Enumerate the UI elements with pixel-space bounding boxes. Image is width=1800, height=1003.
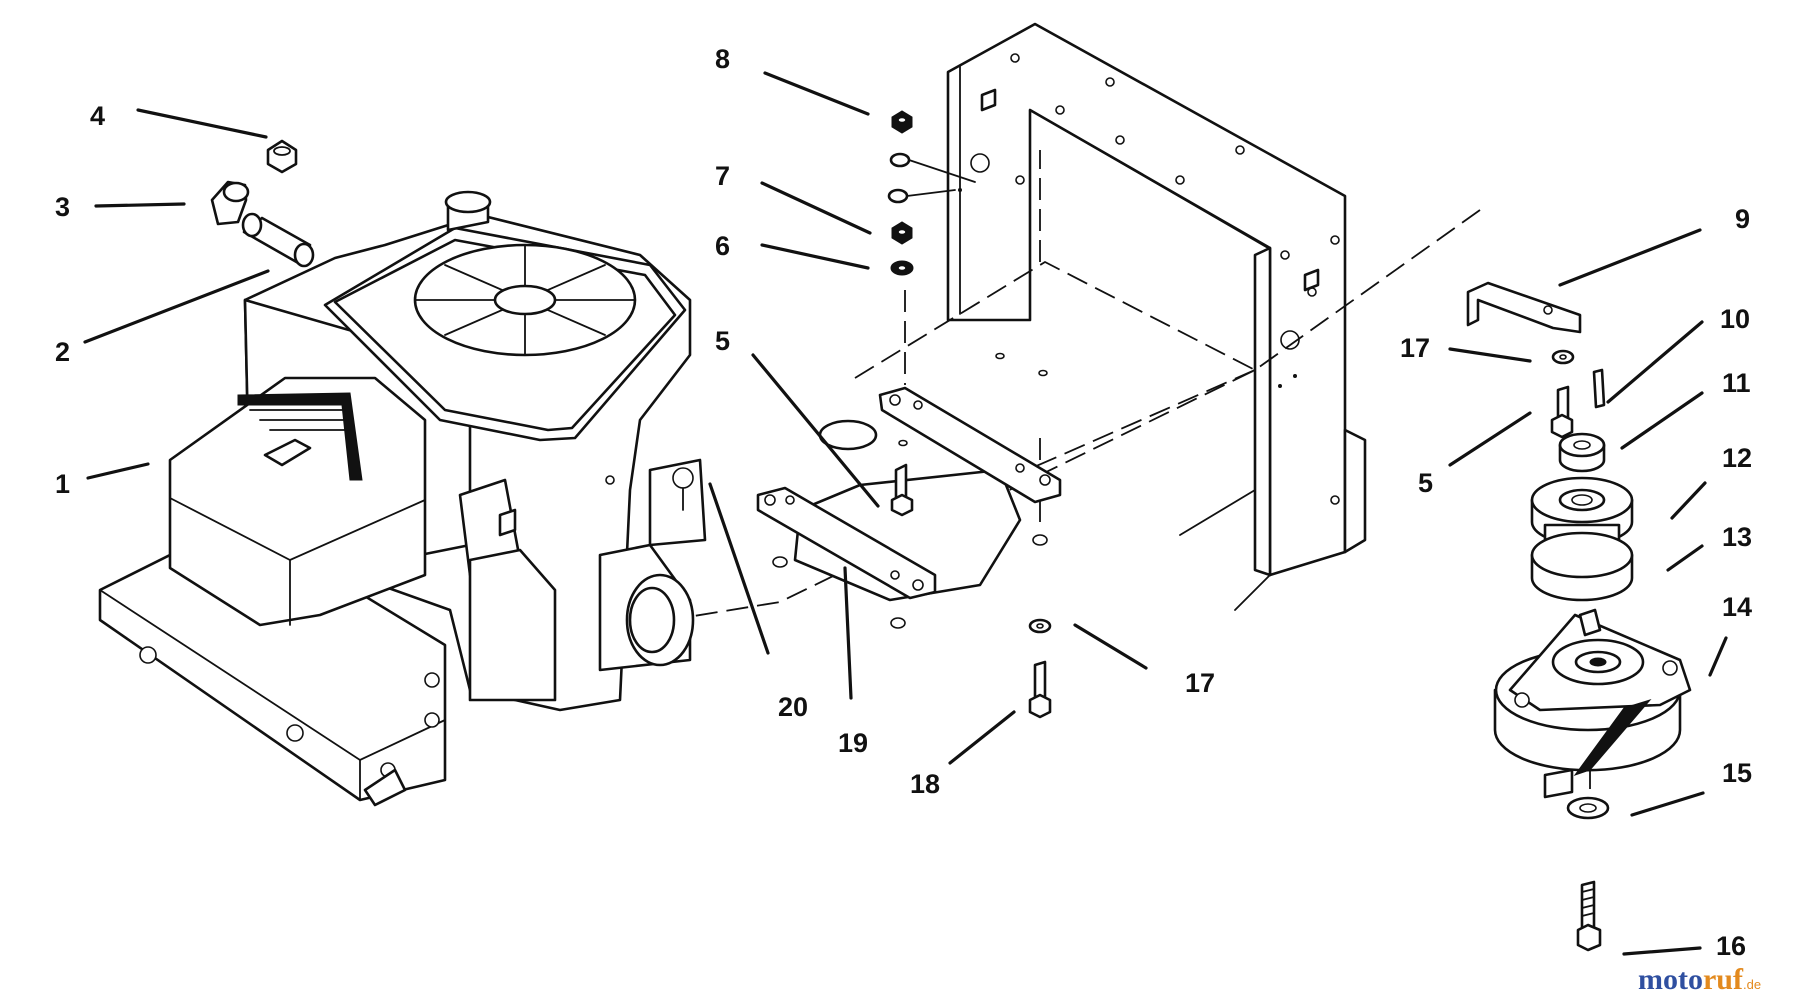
callout-5b: 5 xyxy=(1418,468,1433,498)
leader-7 xyxy=(760,181,872,235)
leader-17b xyxy=(1073,623,1148,670)
leader-12 xyxy=(1670,481,1707,520)
leader-10 xyxy=(1606,320,1704,404)
callout-15: 15 xyxy=(1722,758,1752,788)
callout-17b: 17 xyxy=(1185,668,1215,698)
hardware-17-18 xyxy=(1028,618,1052,719)
callout-2: 2 xyxy=(55,337,70,367)
callout-7: 7 xyxy=(715,161,730,191)
callout-18: 18 xyxy=(910,769,940,799)
clutch-assembly xyxy=(1466,281,1692,952)
leader-13 xyxy=(1666,544,1704,572)
callout-20: 20 xyxy=(778,692,808,722)
leader-5a xyxy=(751,353,880,508)
callout-1: 1 xyxy=(55,469,70,499)
leader-9 xyxy=(1558,228,1702,287)
callout-12: 12 xyxy=(1722,443,1752,473)
leader-2 xyxy=(83,269,270,344)
leader-8 xyxy=(763,71,870,116)
callout-13: 13 xyxy=(1722,522,1752,552)
callout-16: 16 xyxy=(1716,931,1746,961)
callout-3: 3 xyxy=(55,192,70,222)
watermark-part2: ruf xyxy=(1703,963,1744,996)
callout-9: 9 xyxy=(1735,204,1750,234)
callout-5a: 5 xyxy=(715,326,730,356)
watermark-suffix: .de xyxy=(1743,977,1761,992)
frame-bracket xyxy=(946,22,1367,577)
leader-lines xyxy=(83,71,1728,956)
callout-19: 19 xyxy=(838,728,868,758)
leader-18 xyxy=(948,710,1016,765)
leader-17a xyxy=(1448,347,1532,363)
leader-6 xyxy=(760,243,870,270)
leader-1 xyxy=(86,462,150,480)
callout-numbers: 1 2 3 4 5 6 7 8 9 10 11 12 13 14 15 16 1… xyxy=(55,44,1752,961)
watermark-part1: moto xyxy=(1638,963,1703,996)
leader-16 xyxy=(1622,946,1702,956)
svg-text:motoruf.de: motoruf.de xyxy=(1638,963,1761,996)
leader-3 xyxy=(94,202,186,208)
hardware-6-7-8 xyxy=(887,110,976,276)
callout-6: 6 xyxy=(715,231,730,261)
assembly-lines xyxy=(619,150,1591,800)
callout-11: 11 xyxy=(1722,368,1751,398)
leader-20 xyxy=(708,482,770,655)
leader-14 xyxy=(1708,636,1728,677)
engine xyxy=(98,190,707,807)
callout-10: 10 xyxy=(1720,304,1750,334)
callout-4: 4 xyxy=(90,101,105,131)
mount-plate xyxy=(756,352,1062,629)
leader-19 xyxy=(843,566,853,700)
leader-4 xyxy=(136,108,268,139)
watermark-logo: motoruf.de xyxy=(1638,963,1761,996)
leader-15 xyxy=(1630,791,1705,817)
leader-5b xyxy=(1448,411,1532,467)
leader-11 xyxy=(1620,391,1704,450)
fittings xyxy=(210,139,315,268)
callout-17a: 17 xyxy=(1400,333,1430,363)
callout-8: 8 xyxy=(715,44,730,74)
callout-14: 14 xyxy=(1722,592,1752,622)
